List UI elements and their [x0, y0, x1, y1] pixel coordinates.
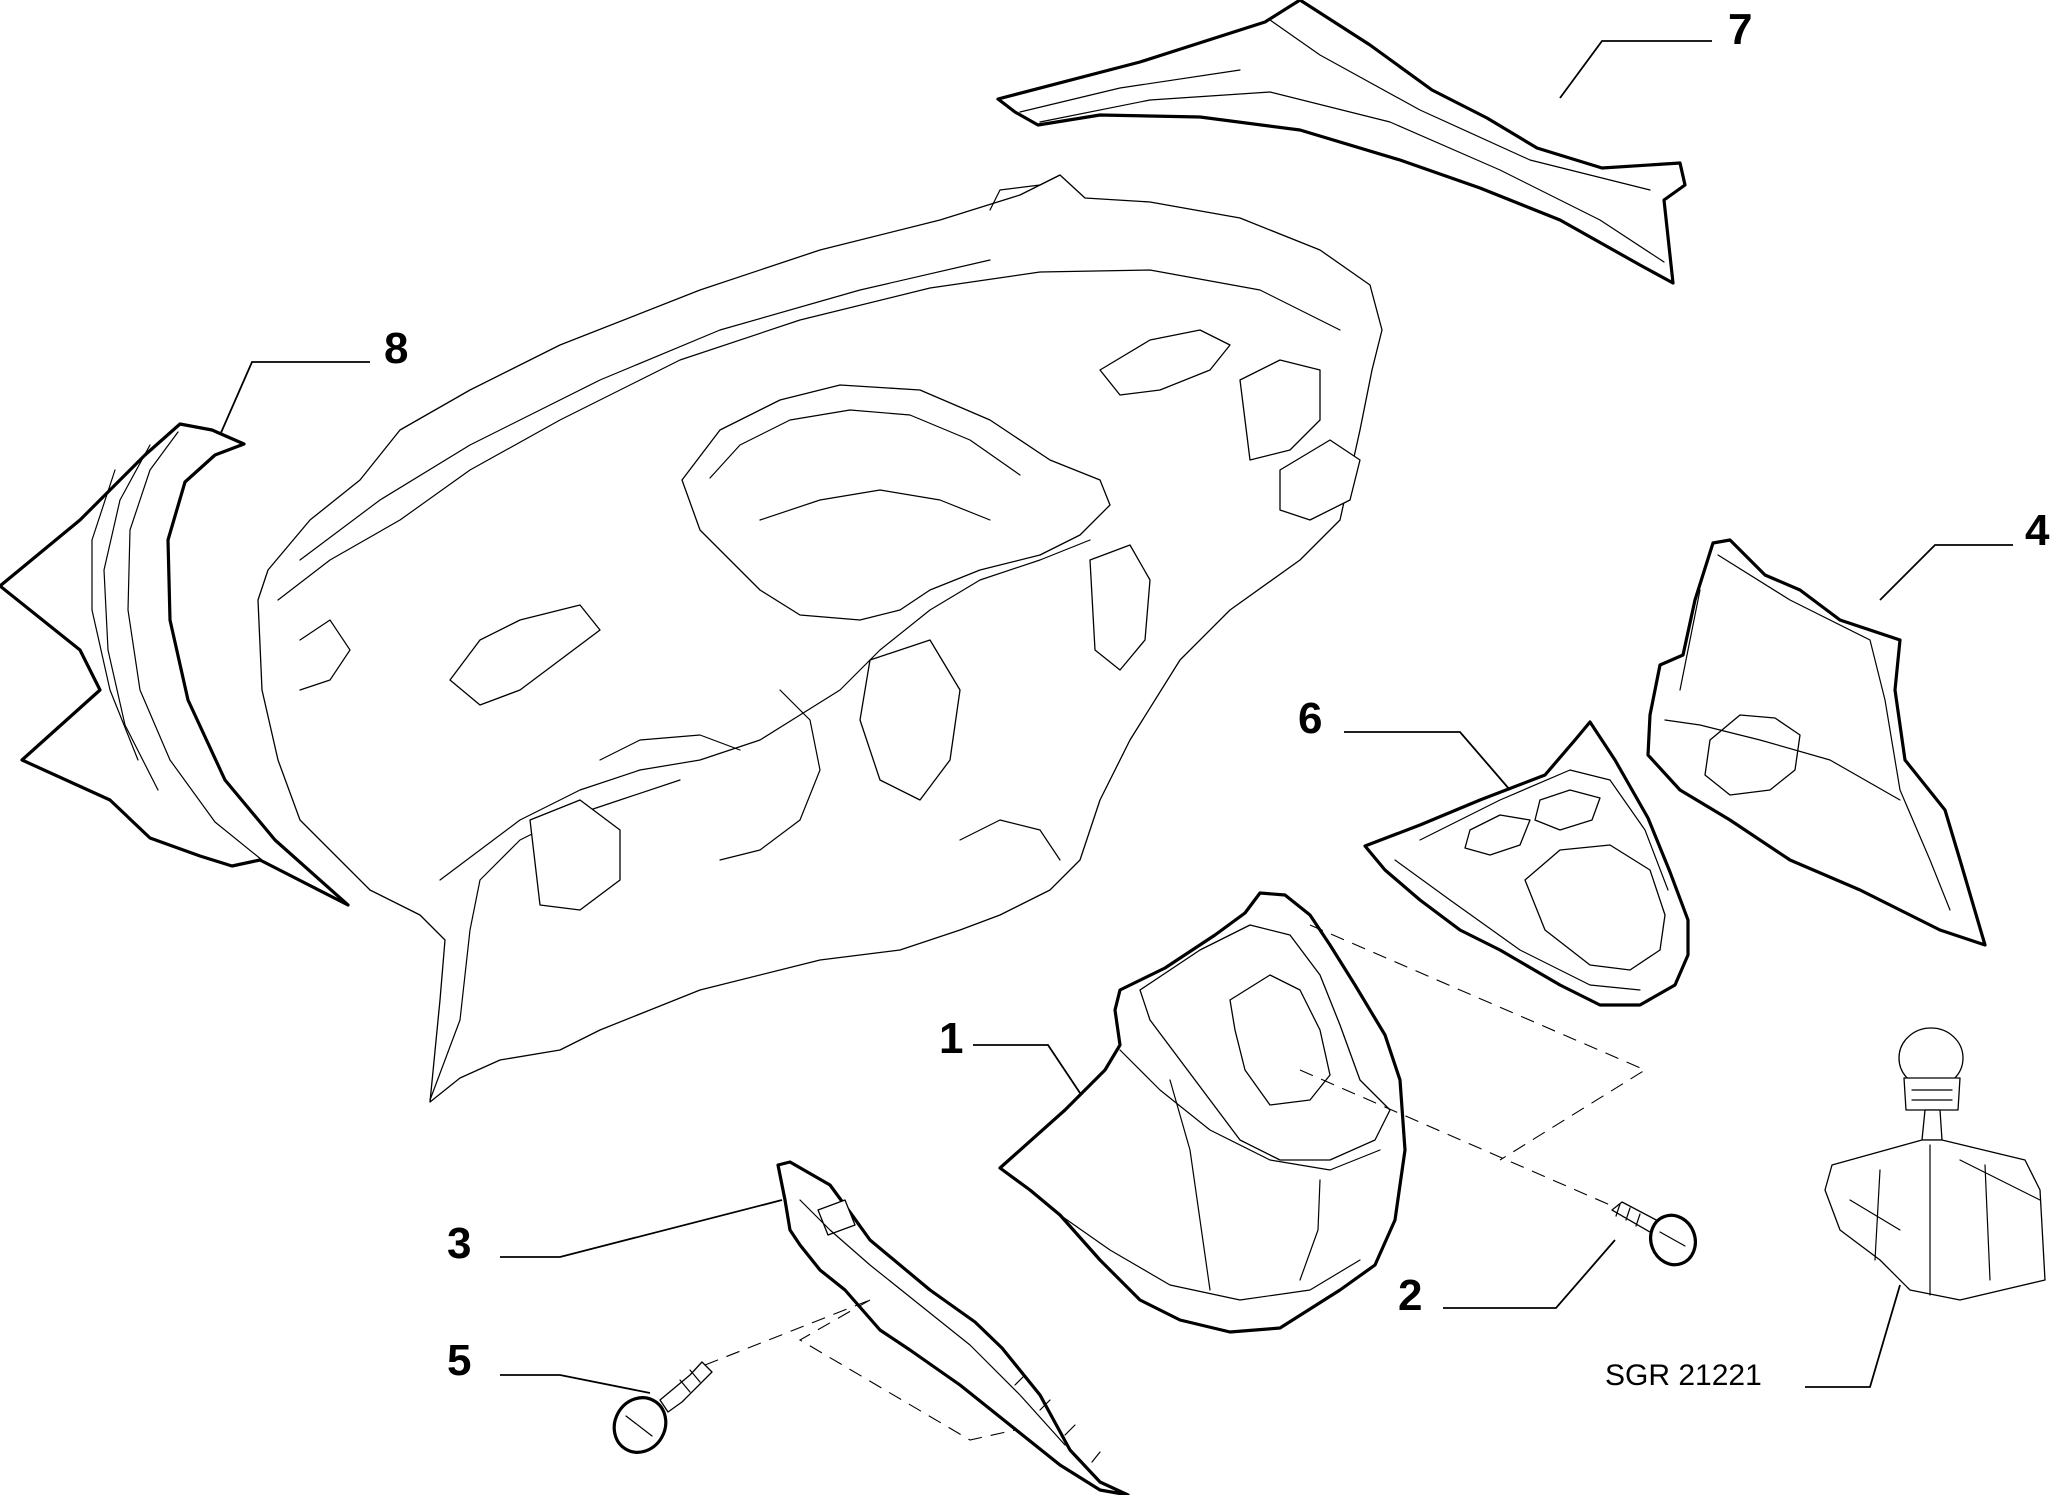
leader-6: [1344, 731, 1511, 791]
reference-code: SGR 21221: [1605, 1359, 1762, 1392]
callout-4: 4: [2025, 506, 2050, 555]
gear-knob-and-boot: [1824, 1027, 2046, 1301]
leader-7: [1559, 40, 1712, 99]
callout-6: 6: [1298, 694, 1322, 743]
leader-1: [973, 1044, 1081, 1094]
callout-5: 5: [447, 1336, 471, 1385]
part-4-right-console-panel: [1646, 538, 1987, 947]
part-2-screw: [1611, 1201, 1697, 1267]
part-8-left-trim: [0, 422, 350, 907]
dashboard-frame: [257, 174, 1383, 1103]
callout-1: 1: [939, 1014, 963, 1063]
part-6-console-bezel: [1363, 720, 1690, 1007]
leader-lines: [219, 40, 2013, 1394]
leader-2: [1443, 1239, 1616, 1309]
part-3-lower-left-trim: [776, 1160, 1130, 1495]
callout-2: 2: [1398, 1271, 1422, 1320]
callout-labels: 1 2 3 4 5 6 7 8 SGR 21221: [384, 5, 2050, 1392]
part-7-upper-trim: [996, 0, 1687, 285]
assembly-dashed-lines: [704, 924, 1647, 1441]
part-1-lower-console: [998, 891, 1407, 1334]
leader-4: [1879, 544, 2013, 601]
leader-8: [219, 361, 370, 436]
leader-3: [500, 1199, 783, 1258]
part-5-screw: [612, 1361, 713, 1454]
callout-3: 3: [447, 1219, 471, 1268]
leader-5: [500, 1374, 651, 1394]
leader-ref: [1805, 1284, 1901, 1388]
callout-7: 7: [1728, 5, 1752, 54]
callout-8: 8: [384, 324, 408, 373]
